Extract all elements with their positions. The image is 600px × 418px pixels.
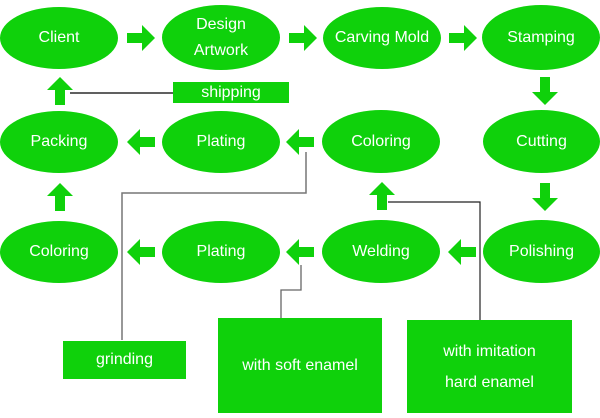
- step-coloring-mid: Coloring: [322, 110, 440, 173]
- step-polishing-label: Polishing: [509, 242, 574, 260]
- step-welding-label: Welding: [352, 242, 410, 260]
- note-hard-enamel-label-2: hard enamel: [445, 373, 534, 391]
- step-packing-label: Packing: [30, 133, 88, 150]
- step-coloring-left-label: Coloring: [29, 243, 89, 260]
- step-carving-mold: Carving Mold: [323, 7, 441, 69]
- note-soft-enamel-label: with soft enamel: [242, 356, 358, 374]
- arrow-up-icon: [47, 183, 73, 211]
- arrow-left-icon: [286, 129, 314, 155]
- arrow-left-icon: [127, 239, 155, 265]
- note-grinding: grinding: [63, 341, 186, 379]
- arrow-up-icon: [369, 182, 395, 210]
- note-shipping-label: shipping: [201, 83, 261, 101]
- arrow-left-icon: [448, 239, 476, 265]
- arrow-right-icon: [449, 25, 477, 51]
- note-shipping: shipping: [173, 82, 289, 103]
- arrow-right-icon: [289, 25, 317, 51]
- step-design-label-2: Artwork: [193, 41, 249, 59]
- step-client: Client: [0, 7, 118, 69]
- note-hard-enamel-label-1: with imitation: [443, 342, 536, 360]
- connector-hard-enamel: [388, 201, 481, 320]
- step-plating-top-label: Plating: [196, 133, 246, 150]
- step-carving-mold-label: Carving Mold: [334, 29, 430, 46]
- step-cutting: Cutting: [483, 110, 600, 173]
- step-design-label-1: Design: [196, 15, 246, 33]
- step-welding: Welding: [322, 220, 440, 283]
- arrow-up-icon: [47, 77, 73, 105]
- step-coloring-left: Coloring: [0, 221, 118, 283]
- note-grinding-label: grinding: [96, 351, 153, 368]
- step-stamping: Stamping: [482, 5, 600, 70]
- step-design-artwork: Design Artwork: [162, 5, 280, 70]
- connector-grinding: [121, 152, 307, 340]
- connector-soft-enamel: [280, 265, 302, 318]
- step-stamping-label: Stamping: [507, 28, 575, 46]
- note-soft-enamel: with soft enamel: [218, 318, 382, 413]
- arrow-right-icon: [127, 25, 155, 51]
- note-hard-enamel: with imitation hard enamel: [407, 320, 572, 413]
- step-plating-bottom-label: Plating: [196, 243, 246, 260]
- arrow-down-icon: [532, 183, 558, 211]
- arrow-down-icon: [532, 77, 558, 105]
- step-polishing: Polishing: [483, 220, 600, 283]
- step-client-label: Client: [38, 29, 80, 46]
- arrow-left-icon: [127, 129, 155, 155]
- step-coloring-mid-label: Coloring: [351, 132, 411, 150]
- step-plating-top: Plating: [162, 111, 280, 173]
- step-cutting-label: Cutting: [516, 132, 567, 150]
- step-packing: Packing: [0, 111, 118, 173]
- step-plating-bottom: Plating: [162, 221, 280, 283]
- arrow-left-icon: [286, 239, 314, 265]
